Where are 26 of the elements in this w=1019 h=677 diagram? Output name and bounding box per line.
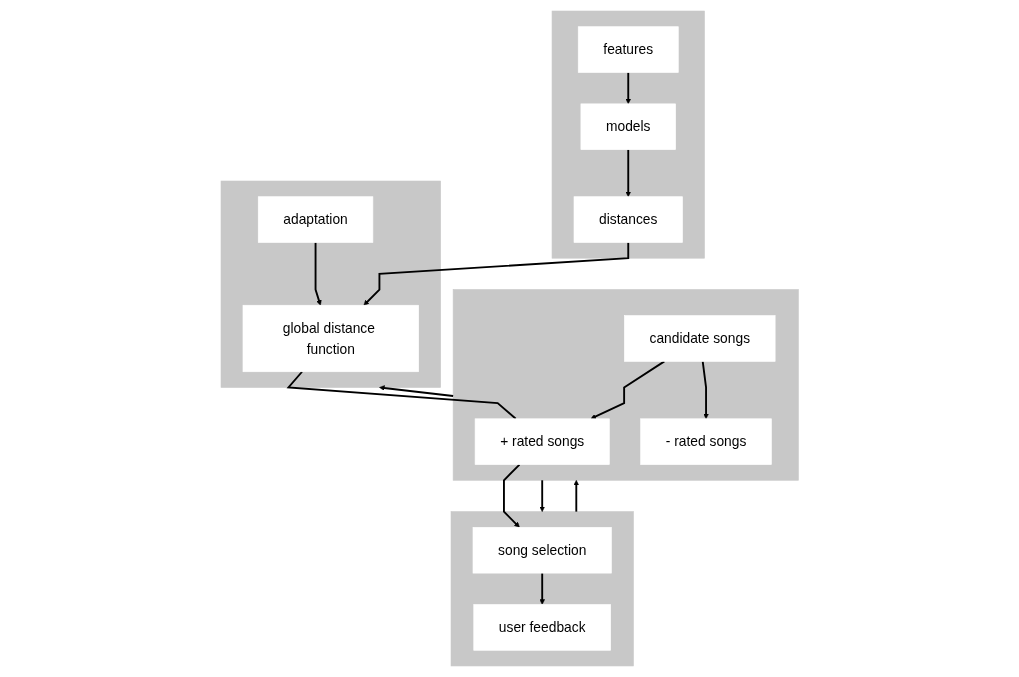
cluster (450, 511, 634, 667)
cluster (551, 10, 705, 259)
node-box: features (577, 26, 679, 73)
node-box: models (580, 103, 676, 150)
arrow (502, 463, 521, 528)
node-box: song selection (472, 527, 612, 574)
arrow (573, 480, 579, 513)
node-box: - rated songs (640, 418, 772, 465)
cluster (452, 289, 799, 481)
node-box: distances (573, 196, 683, 243)
node-box: adaptation (257, 196, 373, 243)
connector (286, 370, 517, 420)
arrow (701, 360, 709, 420)
node-box: user feedback (473, 604, 611, 651)
cluster (220, 180, 441, 388)
node-box: + rated songs (474, 418, 610, 465)
arrow (314, 241, 322, 306)
arrow (625, 71, 631, 105)
arrow (590, 360, 666, 420)
node-box: candidate songs (623, 315, 776, 362)
arrow (539, 572, 545, 605)
arrow (378, 385, 454, 397)
node-box: global distance function (242, 304, 419, 373)
arrow (625, 148, 631, 197)
arrow (363, 241, 629, 306)
arrow (539, 479, 545, 512)
